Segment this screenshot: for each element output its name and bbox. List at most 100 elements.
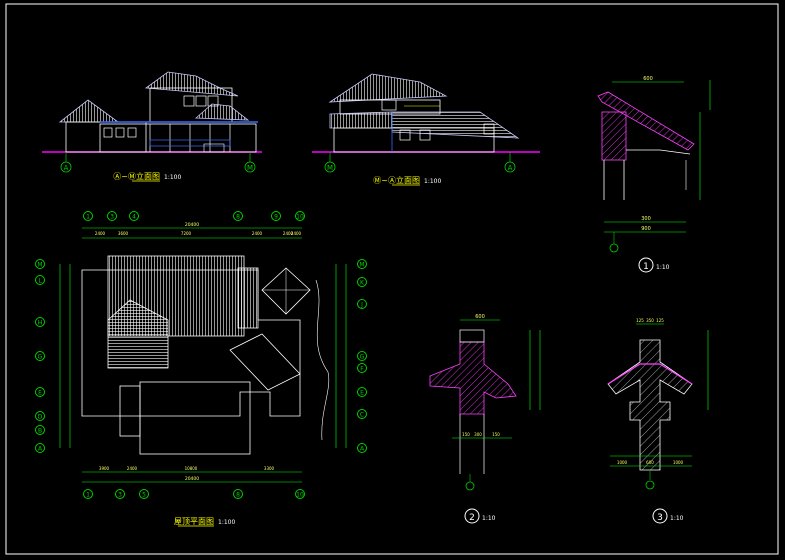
dim-total: 900 (641, 226, 651, 232)
axis-bubble-left (324, 161, 336, 173)
axis-label-left: A (64, 164, 69, 172)
bottom-axis-label: 8 (236, 492, 240, 499)
top-dim-label: 2400 (283, 231, 294, 236)
right-axis-label: C (360, 412, 364, 419)
dim-bottom-label: 1000 (617, 460, 628, 465)
top-axis-label: 1 (86, 214, 90, 221)
callout-number: 1 (643, 262, 649, 272)
left-axis-label: H (38, 320, 43, 327)
top-axis-label: 10 (296, 214, 304, 221)
dim-top-label: 350 (646, 318, 654, 323)
dim-label: 150 (492, 432, 500, 437)
veranda (99, 123, 257, 153)
axis-bubble-right (244, 161, 256, 173)
view-title: Ⓐ~Ⓜ立面图 (113, 171, 160, 181)
left-axis-label: G (38, 354, 43, 361)
top-axis-label: 3 (110, 214, 114, 221)
right-axis-label: M (359, 262, 364, 269)
dim-top-label: 125 (636, 318, 644, 323)
view-scale: 1:100 (218, 519, 235, 526)
axis-label-left: M (327, 164, 333, 172)
left-axis-label: B (38, 428, 42, 435)
roof-east (237, 267, 259, 329)
top-dim-label: 2400 (252, 231, 263, 236)
front-elevation: A M Ⓐ~Ⓜ立面图 1:100 (42, 71, 262, 182)
bottom-axis-label: 5 (142, 492, 146, 499)
right-axis-label: G (360, 354, 365, 361)
dim-top-label: 125 (656, 318, 664, 323)
lower-wall (333, 127, 495, 153)
left-axis-bubbles (35, 259, 45, 453)
view-title: Ⓜ~Ⓐ立面图 (373, 175, 420, 185)
parapet-section (429, 341, 517, 415)
dim-top: 600 (643, 76, 653, 82)
top-axis-label: 9 (274, 214, 278, 221)
right-axis-label: J (360, 302, 363, 309)
detail-scale: 1:10 (670, 515, 684, 522)
right-axis-label: K (360, 280, 365, 287)
detail-1: 600 300 900 1 1:10 (597, 76, 711, 273)
callout-number: 2 (469, 513, 475, 523)
dim-top: 600 (475, 314, 485, 320)
pavilion-roof (194, 103, 250, 121)
dim-bottom-label: 1000 (673, 460, 684, 465)
top-axis-label: 4 (132, 214, 136, 221)
dim-label: 150 (462, 432, 470, 437)
left-axis-label: E (38, 390, 42, 397)
roof-hip (107, 299, 169, 369)
right-axis-bubbles (357, 259, 367, 453)
sheet-frame (5, 3, 779, 555)
dim-label: 300 (474, 432, 482, 437)
bottom-dims: 150 300 150 (462, 432, 500, 437)
left-axis-label: M (37, 262, 42, 269)
detail-scale: 1:10 (482, 515, 496, 522)
left-axis-label: D (38, 414, 43, 421)
top-axis-bubbles (83, 211, 305, 221)
top-dim-label: 2400 (291, 231, 302, 236)
detail-2: 600 150 300 150 2 1:10 (429, 314, 541, 524)
right-axis-label: F (360, 366, 364, 373)
bottom-axis-label: 3 (118, 492, 122, 499)
bottom-dim-label: 2400 (127, 466, 138, 471)
right-wing-roof (391, 111, 520, 139)
right-axis-label: A (360, 446, 365, 453)
dim-bottom: 300 (641, 216, 651, 222)
detail-callout-1 (638, 257, 654, 273)
right-axis-label: E (360, 390, 364, 397)
detail-scale: 1:10 (656, 264, 670, 271)
left-axis-label: A (38, 446, 43, 453)
side-elevation: M A Ⓜ~Ⓐ立面图 1:100 (312, 73, 540, 186)
roof-slab-section (597, 91, 695, 151)
callout-number: 3 (657, 513, 663, 523)
axis-bubble-left (60, 161, 72, 173)
top-axis-label: 8 (236, 214, 240, 221)
top-dim-label: 7200 (181, 231, 192, 236)
view-title: 屋顶平面图 (174, 517, 214, 526)
main-gable-roof (328, 73, 448, 103)
upper-roof (144, 71, 239, 97)
axis-bubble-right (504, 161, 516, 173)
top-dim-label: 3600 (118, 231, 129, 236)
top-total-label: 20400 (185, 222, 199, 228)
bottom-total-label: 20400 (185, 476, 199, 482)
view-scale: 1:100 (164, 174, 181, 181)
left-wing-roof (58, 99, 120, 123)
axis-label-right: A (508, 164, 513, 172)
axis-label-right: M (247, 164, 253, 172)
detail-callout-3 (652, 508, 668, 524)
bottom-dim-label: 3900 (99, 466, 110, 471)
dim-bottom-label: 600 (646, 460, 654, 465)
top-dim-label: 2400 (95, 231, 106, 236)
roof-flat (139, 381, 251, 455)
lower-roof (329, 111, 393, 129)
bottom-axis-bubbles (83, 489, 305, 499)
bottom-dim-label: 10800 (185, 466, 198, 471)
left-axis-label: L (38, 278, 42, 285)
beam-section (601, 111, 627, 161)
